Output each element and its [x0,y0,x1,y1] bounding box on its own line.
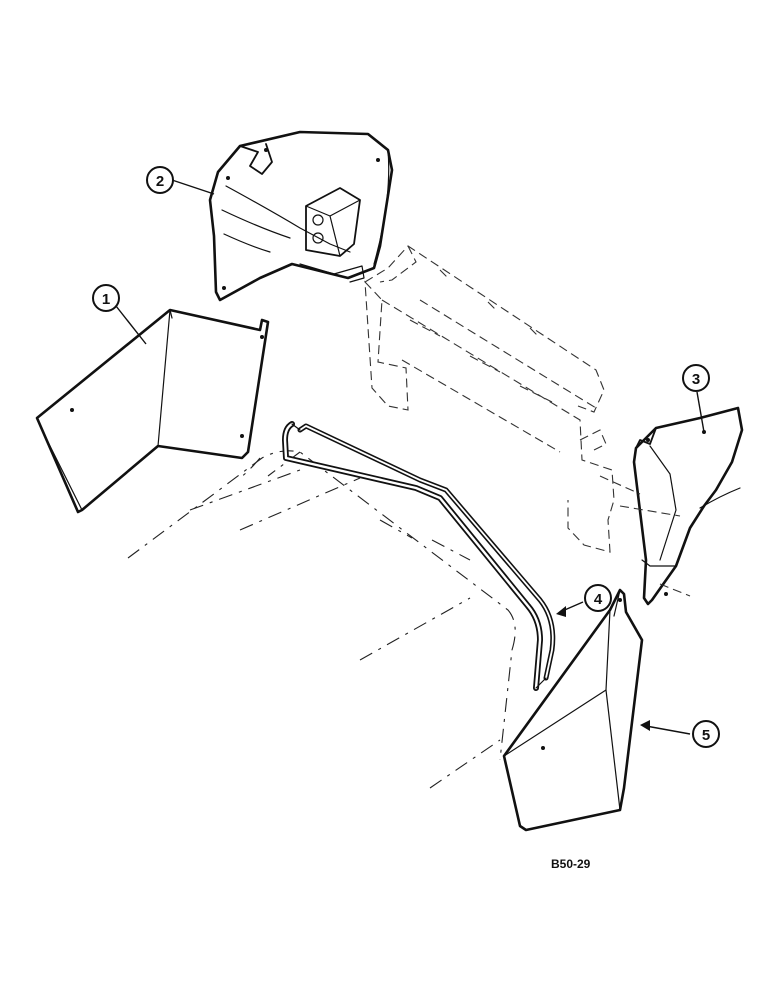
callout-2: 2 [146,166,174,194]
callout-1-label: 1 [102,291,110,308]
callout-5-label: 5 [702,727,710,744]
part-1-left-panel [35,308,270,514]
callout-3: 3 [682,364,710,392]
radiator-frame-phantom [364,245,615,553]
callout-3-label: 3 [692,371,700,388]
figure-code: B50-29 [551,857,591,871]
callout-4-label: 4 [594,591,603,608]
part-3-right-shroud [599,406,744,606]
callout-1: 1 [92,284,120,312]
part-5-right-panel [502,588,644,832]
callout-4: 4 [584,584,612,612]
hood-phantom [127,450,516,789]
callout-5: 5 [692,720,720,748]
leader-lines [115,179,705,735]
part-4-seal [282,421,556,691]
part-2-upper-shroud [208,130,394,302]
callout-2-label: 2 [156,173,164,190]
